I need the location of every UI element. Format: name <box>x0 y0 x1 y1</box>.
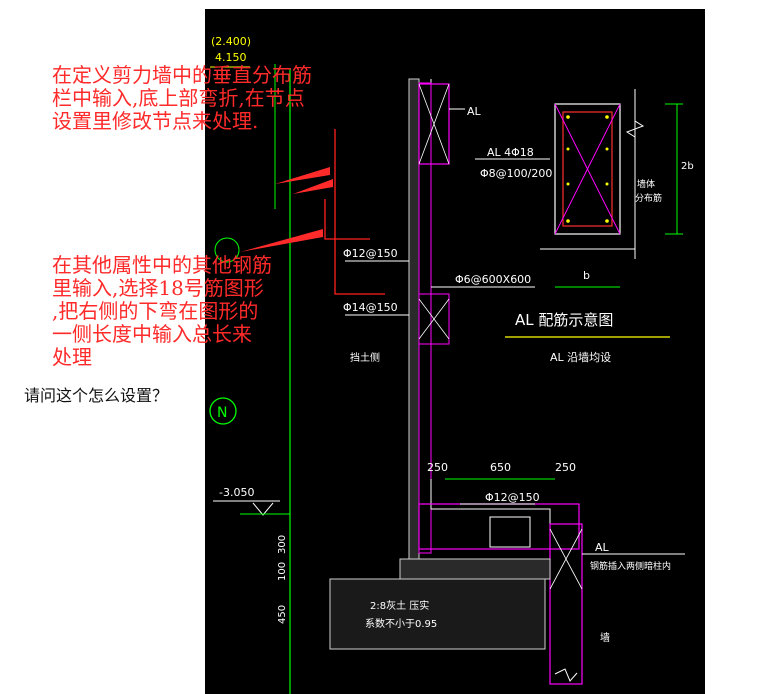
dim-100: 100 <box>277 562 288 581</box>
base-outline <box>430 479 551 529</box>
section-outline <box>554 103 621 235</box>
axis-bubble-upper <box>214 237 240 263</box>
dim-250-right: 250 <box>555 461 576 474</box>
wall-left-face <box>408 78 420 560</box>
elevation-top-2: 4.150 <box>215 51 247 64</box>
label-wall-side: 挡土侧 <box>350 351 380 364</box>
label-al-top: AL <box>467 105 482 118</box>
annotation-arrow-2 <box>293 179 333 194</box>
annotation-top: 在定义剪力墙中的垂直分布筋 栏中输入,底上部弯折,在节点 设置里修改节点来处理. <box>52 63 312 133</box>
section-side-label-1: 墙体 <box>637 178 655 190</box>
section-side-label-2: 分布筋 <box>635 192 662 204</box>
annotation-arrow-1 <box>275 167 330 184</box>
section-stirrup <box>562 111 613 227</box>
cad-drawing: (2.400) 4.150 -3.050 AL Φ12@150 Φ14@150 … <box>209 35 694 694</box>
al-beam-top-x2 <box>418 83 450 165</box>
section-bar-8 <box>605 182 609 186</box>
elevation-triangle <box>252 502 274 516</box>
label-wall-vertical-bar: Φ12@150 <box>343 247 398 260</box>
axis-label: N <box>217 405 227 421</box>
elevation-bottom: -3.050 <box>219 486 254 499</box>
annotation-middle: 在其他属性中的其他钢筋 里输入,选择18号筋图形 ,把右侧的下弯在图形的 一侧长… <box>52 253 272 369</box>
label-beam-main-bars: AL 4Φ18 <box>487 146 534 159</box>
section-bar-3 <box>566 219 570 223</box>
section-bar-2 <box>605 115 609 119</box>
label-base-bar: Φ12@150 <box>485 491 540 504</box>
label-beam-stirrup: Φ8@100/200 <box>480 167 552 180</box>
base-stirrup <box>489 516 531 548</box>
label-al-bottom: AL <box>595 541 610 554</box>
annotation-arrow-3 <box>240 229 323 252</box>
al-beam-bottom <box>549 523 583 685</box>
label-wall-horizontal-bar: Φ14@150 <box>343 301 398 314</box>
section-bar-4 <box>605 219 609 223</box>
fill-block <box>329 578 546 650</box>
al-beam-mid <box>418 293 450 345</box>
dim-450: 450 <box>277 605 288 624</box>
dim-2b: 2b <box>681 161 694 172</box>
al-beam-bottom-x2 <box>549 528 583 590</box>
section-bar-6 <box>605 147 609 151</box>
base-slab <box>399 558 551 580</box>
section-bar-7 <box>566 182 570 186</box>
fill-note-1: 2:8灰土 压实 <box>370 599 429 612</box>
dim-250-left: 250 <box>427 461 448 474</box>
bottom-break <box>554 668 578 682</box>
question-text: 请问这个怎么设置？ <box>24 386 169 405</box>
label-tie-bar: Φ6@600X600 <box>455 273 531 286</box>
section-x2 <box>554 103 621 235</box>
wall-rebar-cage <box>418 82 432 554</box>
dim-650: 650 <box>490 461 511 474</box>
base-rebar-cage <box>418 503 580 550</box>
elevation-top-1: (2.400) <box>211 35 251 48</box>
section-title: AL 配筋示意图 <box>515 311 613 329</box>
dim-300: 300 <box>277 535 288 554</box>
rebar-hook-top <box>334 129 385 295</box>
right-note: 钢筋插入两侧暗柱内 <box>590 560 671 572</box>
section-break-symbol <box>625 120 645 138</box>
axis-bubble <box>209 397 237 425</box>
bottom-right-label: 墙 <box>600 631 610 644</box>
al-beam-top <box>418 83 450 165</box>
dim-b: b <box>583 269 590 282</box>
rebar-hook-mid <box>324 199 370 240</box>
al-beam-mid-x2 <box>418 298 450 340</box>
section-bar-1 <box>566 115 570 119</box>
section-bar-5 <box>566 147 570 151</box>
fill-note-2: 系数不小于0.95 <box>365 617 437 630</box>
cad-drawing-area: (2.400) 4.150 -3.050 AL Φ12@150 Φ14@150 … <box>205 9 705 694</box>
section-subtitle: AL 沿墙均设 <box>550 350 611 364</box>
